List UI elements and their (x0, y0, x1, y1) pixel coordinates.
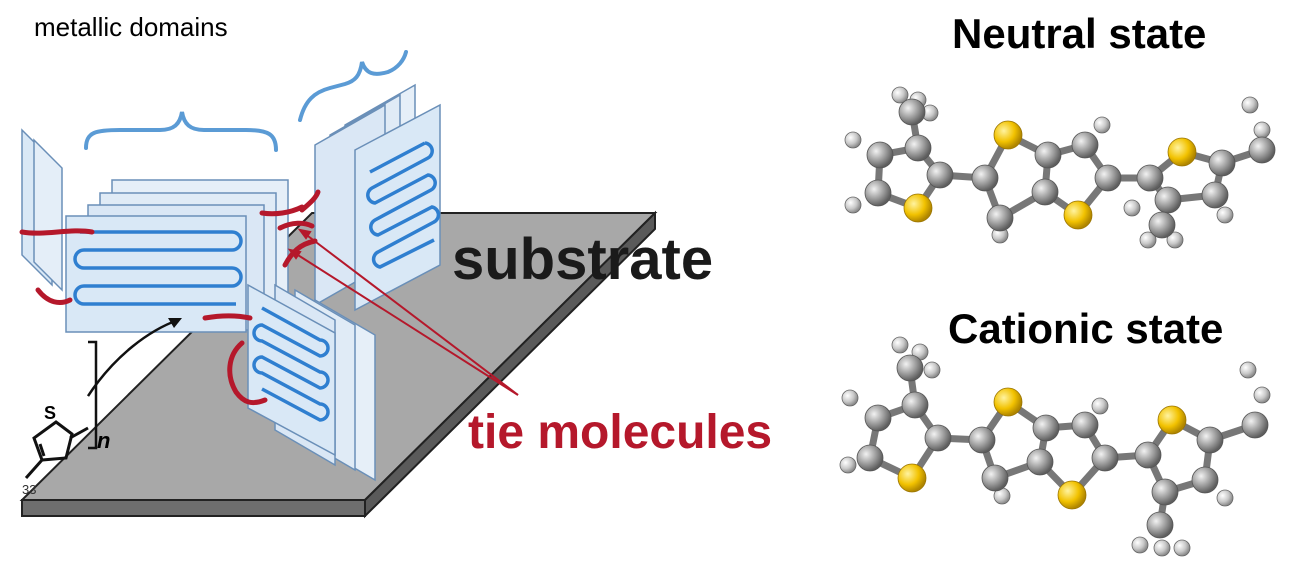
metallic-domains-label: metallic domains (34, 12, 228, 42)
corner-number-label: 33 (22, 482, 37, 497)
lamella-stack-front (247, 283, 376, 482)
tie-molecules-label: tie molecules (468, 406, 773, 459)
substrate-label: substrate (452, 227, 714, 292)
tie-molecule-pointers (287, 228, 519, 396)
cationic-state-label: Cationic state (948, 305, 1224, 352)
lamella-stack-center (65, 179, 289, 333)
repeat-unit-bracket (88, 340, 98, 450)
repeat-unit-arrow (86, 318, 182, 397)
thiophene-repeat-unit (24, 420, 89, 479)
neutral-state-label: Neutral state (952, 10, 1207, 57)
cationic-state-molecule (839, 336, 1271, 557)
metallic-domain-braces (84, 50, 408, 152)
tie-molecule-chains (19, 189, 321, 406)
lamella-stack-right (314, 83, 441, 312)
neutral-state-molecule (844, 86, 1276, 249)
repeat-count-label: n (97, 428, 111, 453)
sulfur-atom-label: S (44, 403, 57, 423)
lamella-stack-left-edge (21, 128, 63, 292)
